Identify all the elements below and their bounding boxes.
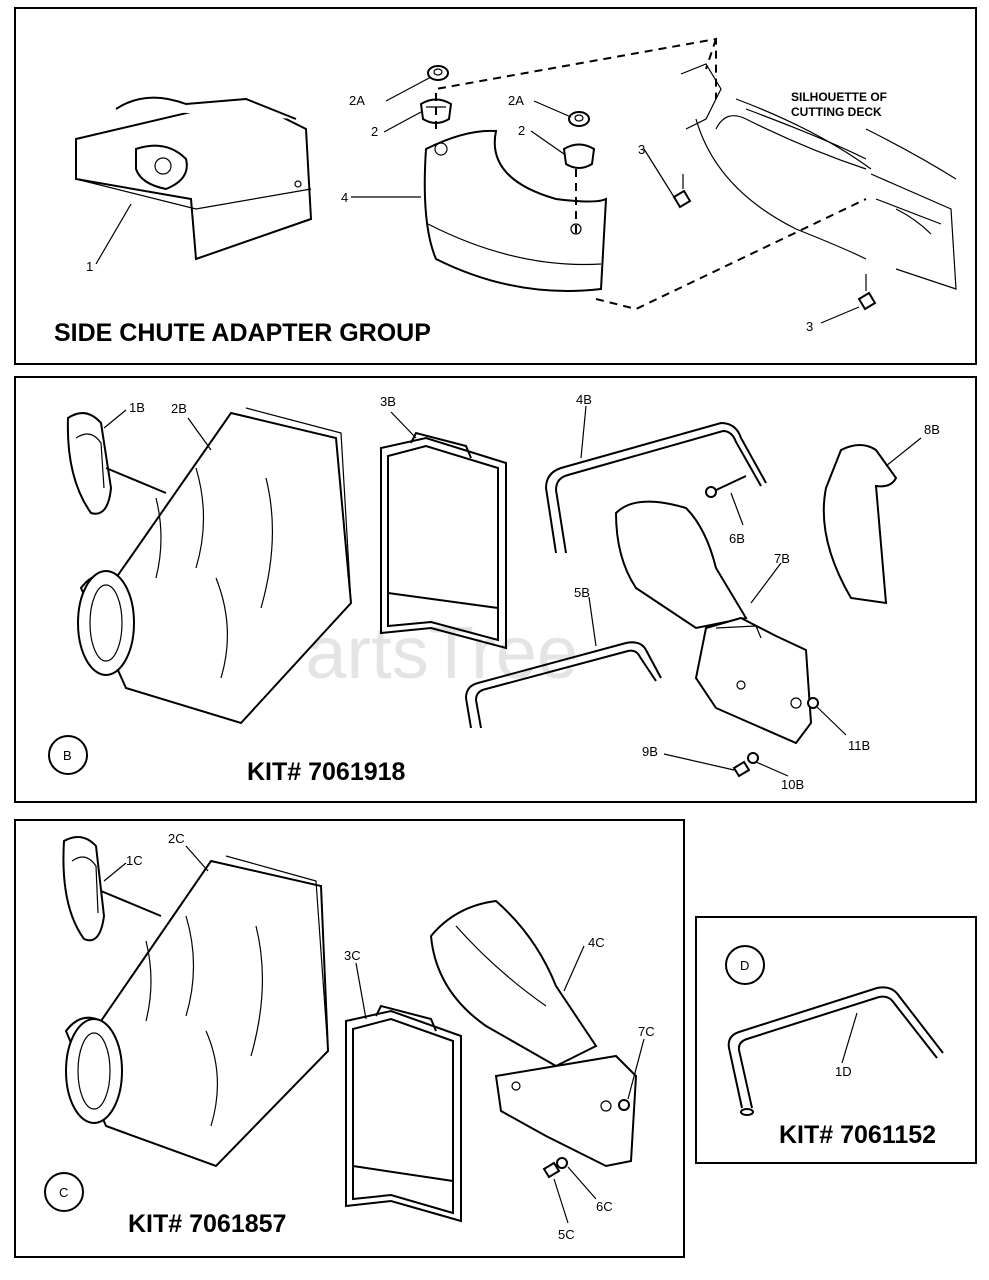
leader-line-1d [841, 1012, 858, 1064]
callout-2-right: 2 [518, 123, 525, 138]
side-chute-adapter-diagram: 1 2A 2 2A 2 3 4 3 SILHOUETTE OF CUTTING … [54, 37, 957, 347]
kit-7061152-diagram: D 1D KIT# 7061152 [725, 945, 944, 1149]
part-1b-flap [66, 412, 167, 515]
callout-7c: 7C [638, 1024, 655, 1039]
alignment-dash-lines [435, 37, 867, 311]
callout-8b: 8B [924, 422, 940, 437]
part-4-adapter [423, 129, 608, 292]
callout-4: 4 [341, 190, 348, 205]
kit-7061857-panel: C 1C 2C 3C 4C 5C 6C 7C KIT# 7061857 [14, 819, 685, 1258]
callout-2b: 2B [171, 401, 187, 416]
panel-a-title: SIDE CHUTE ADAPTER GROUP [54, 319, 431, 347]
part-3-bolt-left [672, 174, 692, 209]
callout-10b: 10B [781, 777, 804, 792]
part-2c-grass-bag [64, 855, 330, 1168]
badge-c-circle [44, 1172, 84, 1212]
part-7b-chute [614, 500, 813, 745]
callout-3-upper: 3 [638, 142, 645, 157]
part-10b-washer [747, 752, 759, 764]
callout-3-lower: 3 [806, 319, 813, 334]
leader-lines [103, 405, 922, 777]
badge-d-label: D [740, 958, 749, 973]
part-7c-nut [618, 1099, 630, 1111]
part-6b-pin [705, 475, 747, 498]
part-5c-bolt [542, 1161, 561, 1179]
cutting-deck-silhouette [680, 63, 957, 290]
part-9b-bolt [732, 760, 751, 778]
callout-7b: 7B [774, 551, 790, 566]
part-2-knob-right [562, 143, 596, 169]
part-2a-nut-right [568, 111, 590, 127]
callout-1c: 1C [126, 853, 143, 868]
callout-1b: 1B [129, 400, 145, 415]
part-3-bolt-right [857, 274, 877, 311]
kit-b-number: KIT# 7061918 [247, 758, 406, 786]
part-4b-handle [544, 421, 767, 554]
badge-b-label: B [63, 748, 72, 763]
callout-6c: 6C [596, 1199, 613, 1214]
part-5b-handle [464, 641, 662, 729]
part-1c-flap [62, 836, 162, 942]
part-2a-nut-left [427, 65, 449, 81]
callout-1: 1 [86, 259, 93, 274]
callout-3c: 3C [344, 948, 361, 963]
badge-b-circle [48, 735, 88, 775]
callout-5c: 5C [558, 1227, 575, 1242]
callout-5b: 5B [574, 585, 590, 600]
callout-2a-right: 2A [508, 93, 524, 108]
kit-7061857-diagram: C 1C 2C 3C 4C 5C 6C 7C KIT# 7061857 [44, 831, 655, 1242]
part-3b-bag-frame [380, 431, 507, 650]
kit-d-number: KIT# 7061152 [779, 1121, 936, 1149]
callout-11b: 11B [848, 738, 870, 753]
part-2b-grass-bag [77, 407, 353, 725]
part-11b-nut [807, 697, 819, 709]
leader-lines [103, 845, 645, 1224]
callout-9b: 9B [642, 744, 658, 759]
callout-2c: 2C [168, 831, 185, 846]
callout-2-left: 2 [371, 124, 378, 139]
part-8b-adapter [822, 444, 898, 605]
part-6c-washer [556, 1157, 568, 1169]
part-4c-chute [429, 899, 638, 1168]
badge-d-circle [725, 945, 765, 985]
callout-4b: 4B [576, 392, 592, 407]
callout-4c: 4C [588, 935, 605, 950]
kit-7061152-panel: D 1D KIT# 7061152 [695, 916, 977, 1164]
kit-7061918-diagram: PartsTree [48, 392, 940, 792]
deck-note-line2: CUTTING DECK [791, 105, 882, 119]
deck-note-line1: SILHOUETTE OF [791, 90, 887, 104]
callout-1d: 1D [835, 1064, 852, 1079]
kit-7061918-panel: PartsTree [14, 376, 977, 803]
side-chute-adapter-group-panel: 1 2A 2 2A 2 3 4 3 SILHOUETTE OF CUTTING … [14, 7, 977, 365]
callout-6b: 6B [729, 531, 745, 546]
callout-3b: 3B [380, 394, 396, 409]
part-1d-handle [727, 986, 944, 1116]
badge-c-label: C [59, 1185, 68, 1200]
leader-lines [95, 76, 860, 324]
callout-2a-left: 2A [349, 93, 365, 108]
part-1-chute-cover [75, 96, 313, 261]
kit-c-number: KIT# 7061857 [128, 1210, 286, 1238]
part-3c-bag-frame [345, 1004, 462, 1223]
